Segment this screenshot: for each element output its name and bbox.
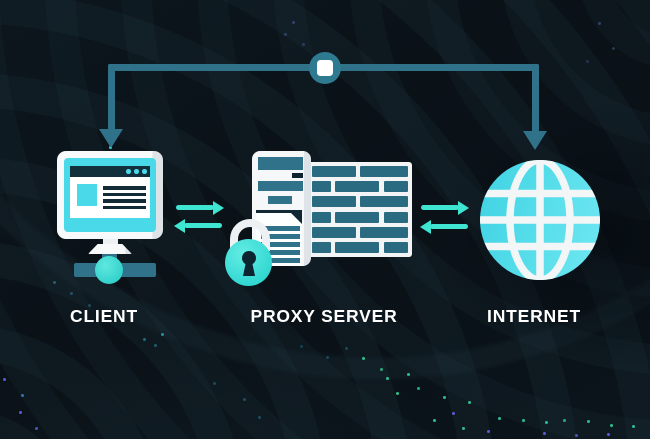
brick [383, 211, 408, 223]
firewall-wall-icon [308, 162, 412, 257]
brick [383, 242, 408, 254]
background-dot [386, 377, 389, 380]
background-dot [213, 382, 216, 385]
brick [312, 211, 331, 223]
background-dot [612, 47, 615, 50]
brick [383, 181, 408, 193]
internet-label: INTERNET [487, 306, 581, 326]
background-dot [563, 419, 566, 422]
background-dot [407, 373, 410, 376]
browser-text-line [103, 186, 146, 190]
return-path-right-segment [532, 64, 539, 132]
background-dot [161, 333, 164, 336]
background-dot [632, 425, 635, 428]
browser-text-line [103, 205, 146, 210]
background-dot [143, 338, 146, 341]
client-label: CLIENT [70, 306, 138, 326]
background-dot [243, 398, 246, 401]
background-dot [258, 416, 261, 419]
background-dot [21, 394, 24, 397]
background-dot [292, 21, 295, 24]
return-path-left-segment [108, 64, 115, 130]
background-dot [380, 368, 383, 371]
brick [312, 226, 356, 238]
background-dot [598, 22, 601, 25]
brick [335, 211, 380, 223]
keyhole-tail [243, 260, 255, 276]
arrow-down-to-internet-icon [523, 131, 547, 150]
firewall-bricks [312, 166, 408, 254]
background-dot [326, 356, 329, 359]
background-dot [345, 347, 348, 350]
background-dot [545, 421, 548, 424]
background-dot [88, 304, 91, 307]
brick [312, 196, 356, 208]
background-dot [396, 392, 399, 395]
background-dot [586, 60, 589, 63]
background-dot [498, 417, 501, 420]
background-dot [607, 433, 610, 436]
brick [335, 181, 380, 193]
brick [360, 226, 408, 238]
browser-text-line [103, 192, 146, 197]
background-dot [53, 281, 56, 284]
background-dot [19, 411, 22, 414]
return-path-node-icon [309, 52, 341, 84]
arrow-right-proxy-to-internet-icon [421, 200, 469, 215]
background-dot [487, 430, 490, 433]
background-dot [443, 396, 446, 399]
background-dot [300, 345, 303, 348]
client-network-hub-icon [95, 256, 123, 284]
arrow-right-client-to-proxy-icon [176, 200, 224, 215]
background-dot [362, 357, 365, 360]
server-panel-bar [258, 181, 303, 191]
monitor-pedestal [88, 244, 132, 254]
background-dot [433, 419, 436, 422]
background-dot [462, 427, 465, 430]
brick [312, 242, 331, 254]
background-dot [35, 427, 38, 430]
document-text-line [261, 226, 300, 231]
document-text-line [261, 234, 300, 239]
document-text-line [261, 250, 300, 255]
background-dot [587, 420, 590, 423]
arrow-left-internet-to-proxy-icon [420, 219, 468, 234]
node-square-icon [317, 60, 333, 76]
background-dot [284, 33, 287, 36]
server-button [268, 196, 292, 204]
background-dot [610, 424, 613, 427]
background-dot [575, 434, 578, 437]
brick [360, 196, 408, 208]
proxy-server-label: PROXY SERVER [250, 306, 398, 326]
background-dot [522, 419, 525, 422]
document-text-line [261, 258, 300, 263]
document-fold-corner [288, 210, 302, 224]
brick [312, 181, 331, 193]
browser-thumbnail-block [77, 184, 97, 206]
background-dot [70, 292, 73, 295]
browser-dot-icon [142, 169, 147, 174]
padlock-shackle [230, 219, 270, 251]
background-dot [543, 432, 546, 435]
server-led-dash [292, 173, 303, 178]
browser-dot-icon [126, 169, 131, 174]
background-dot [417, 387, 420, 390]
brick [312, 166, 356, 177]
document-text-line [261, 242, 300, 247]
globe-icon [480, 160, 600, 280]
browser-text-line [103, 199, 146, 203]
server-panel-bar [258, 157, 303, 170]
arrow-left-proxy-to-client-icon [174, 218, 222, 233]
browser-titlebar [70, 166, 150, 177]
background-dot [452, 412, 455, 415]
brick [335, 242, 380, 254]
background-dot [302, 43, 305, 46]
background-dot [154, 344, 157, 347]
background-dot [468, 401, 471, 404]
arrow-down-to-client-icon [99, 129, 123, 148]
brick [360, 166, 408, 177]
keyhole-icon [242, 251, 256, 265]
background-dot [3, 378, 6, 381]
browser-dot-icon [134, 169, 139, 174]
